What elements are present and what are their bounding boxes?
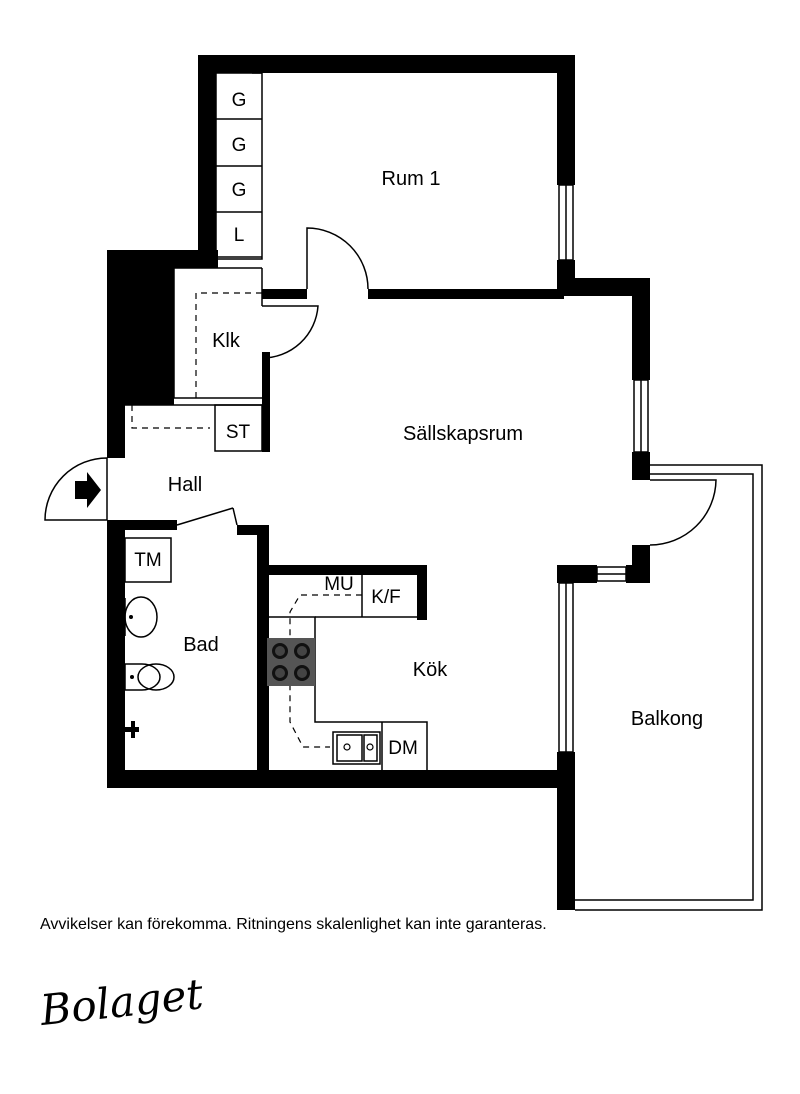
room-label-kok: Kök <box>413 659 448 681</box>
room-label-klk: Klk <box>212 330 241 352</box>
entrance-arrow-icon <box>75 472 101 508</box>
closet-outline <box>173 267 263 399</box>
room-label-hall: Hall <box>168 474 202 496</box>
wardrobe-label: G <box>232 135 247 156</box>
disclaimer-text: Avvikelser kan förekomma. Ritningens ska… <box>40 916 547 933</box>
doors <box>44 227 717 546</box>
fixture-label-tm: TM <box>134 550 161 571</box>
room-label-rum1: Rum 1 <box>382 168 441 190</box>
room-label-sallskapsrum: Sällskapsrum <box>403 423 523 445</box>
balcony-outline <box>575 464 763 911</box>
wardrobes <box>215 72 263 260</box>
windows <box>558 184 649 753</box>
wardrobe-label: G <box>232 180 247 201</box>
wardrobe-label: G <box>232 90 247 111</box>
room-label-bad: Bad <box>183 634 219 656</box>
room-label-balkong: Balkong <box>631 708 703 730</box>
hall-storage <box>125 404 263 452</box>
linen-closet-label: L <box>234 225 245 246</box>
fixture-label-kf: K/F <box>371 587 401 608</box>
fixture-label-dm: DM <box>388 738 418 759</box>
fixture-label-mu: MU <box>324 574 354 595</box>
logo: Bolaget <box>37 969 206 1035</box>
walls <box>107 55 650 910</box>
stove-icon <box>267 638 315 686</box>
bathroom-fixtures <box>124 537 175 738</box>
fixture-label-st: ST <box>226 422 251 443</box>
